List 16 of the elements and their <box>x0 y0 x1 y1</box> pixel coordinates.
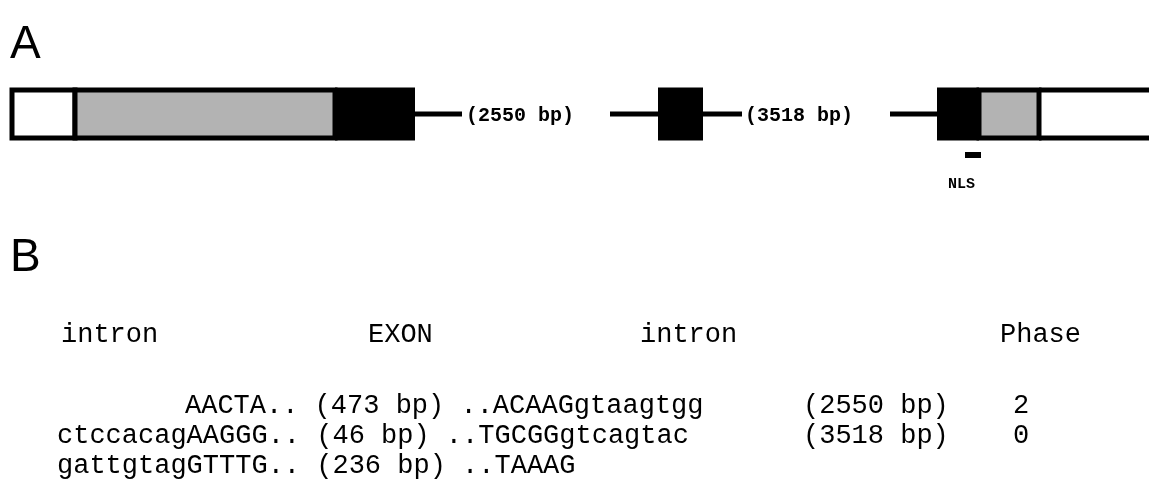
column-header: Phase <box>1000 321 1081 351</box>
intron-length: (3518 bp) <box>745 105 854 127</box>
intron-length: (3518 bp) <box>803 422 949 452</box>
intron-length: (2550 bp) <box>803 392 949 422</box>
panel-label: A <box>10 16 41 68</box>
sequence-text: gattgtagGTTTG.. (236 bp) ..TAAAG <box>57 452 576 482</box>
sequence-text: AACTA.. (473 bp) ..ACAAGgtaagtgg <box>185 392 704 422</box>
intron-length: (2550 bp) <box>466 105 575 127</box>
column-header: intron <box>640 321 738 351</box>
nls-label: NLS <box>948 176 975 194</box>
sequence-text: ctccacagAAGGG.. (46 bp) ..TGCGGgtcagtac <box>57 422 689 452</box>
panel-label: B <box>10 229 41 281</box>
column-header: EXON <box>368 321 433 351</box>
phase-value: 0 <box>1013 422 1030 452</box>
column-header: intron <box>61 321 159 351</box>
phase-value: 2 <box>1013 392 1030 422</box>
